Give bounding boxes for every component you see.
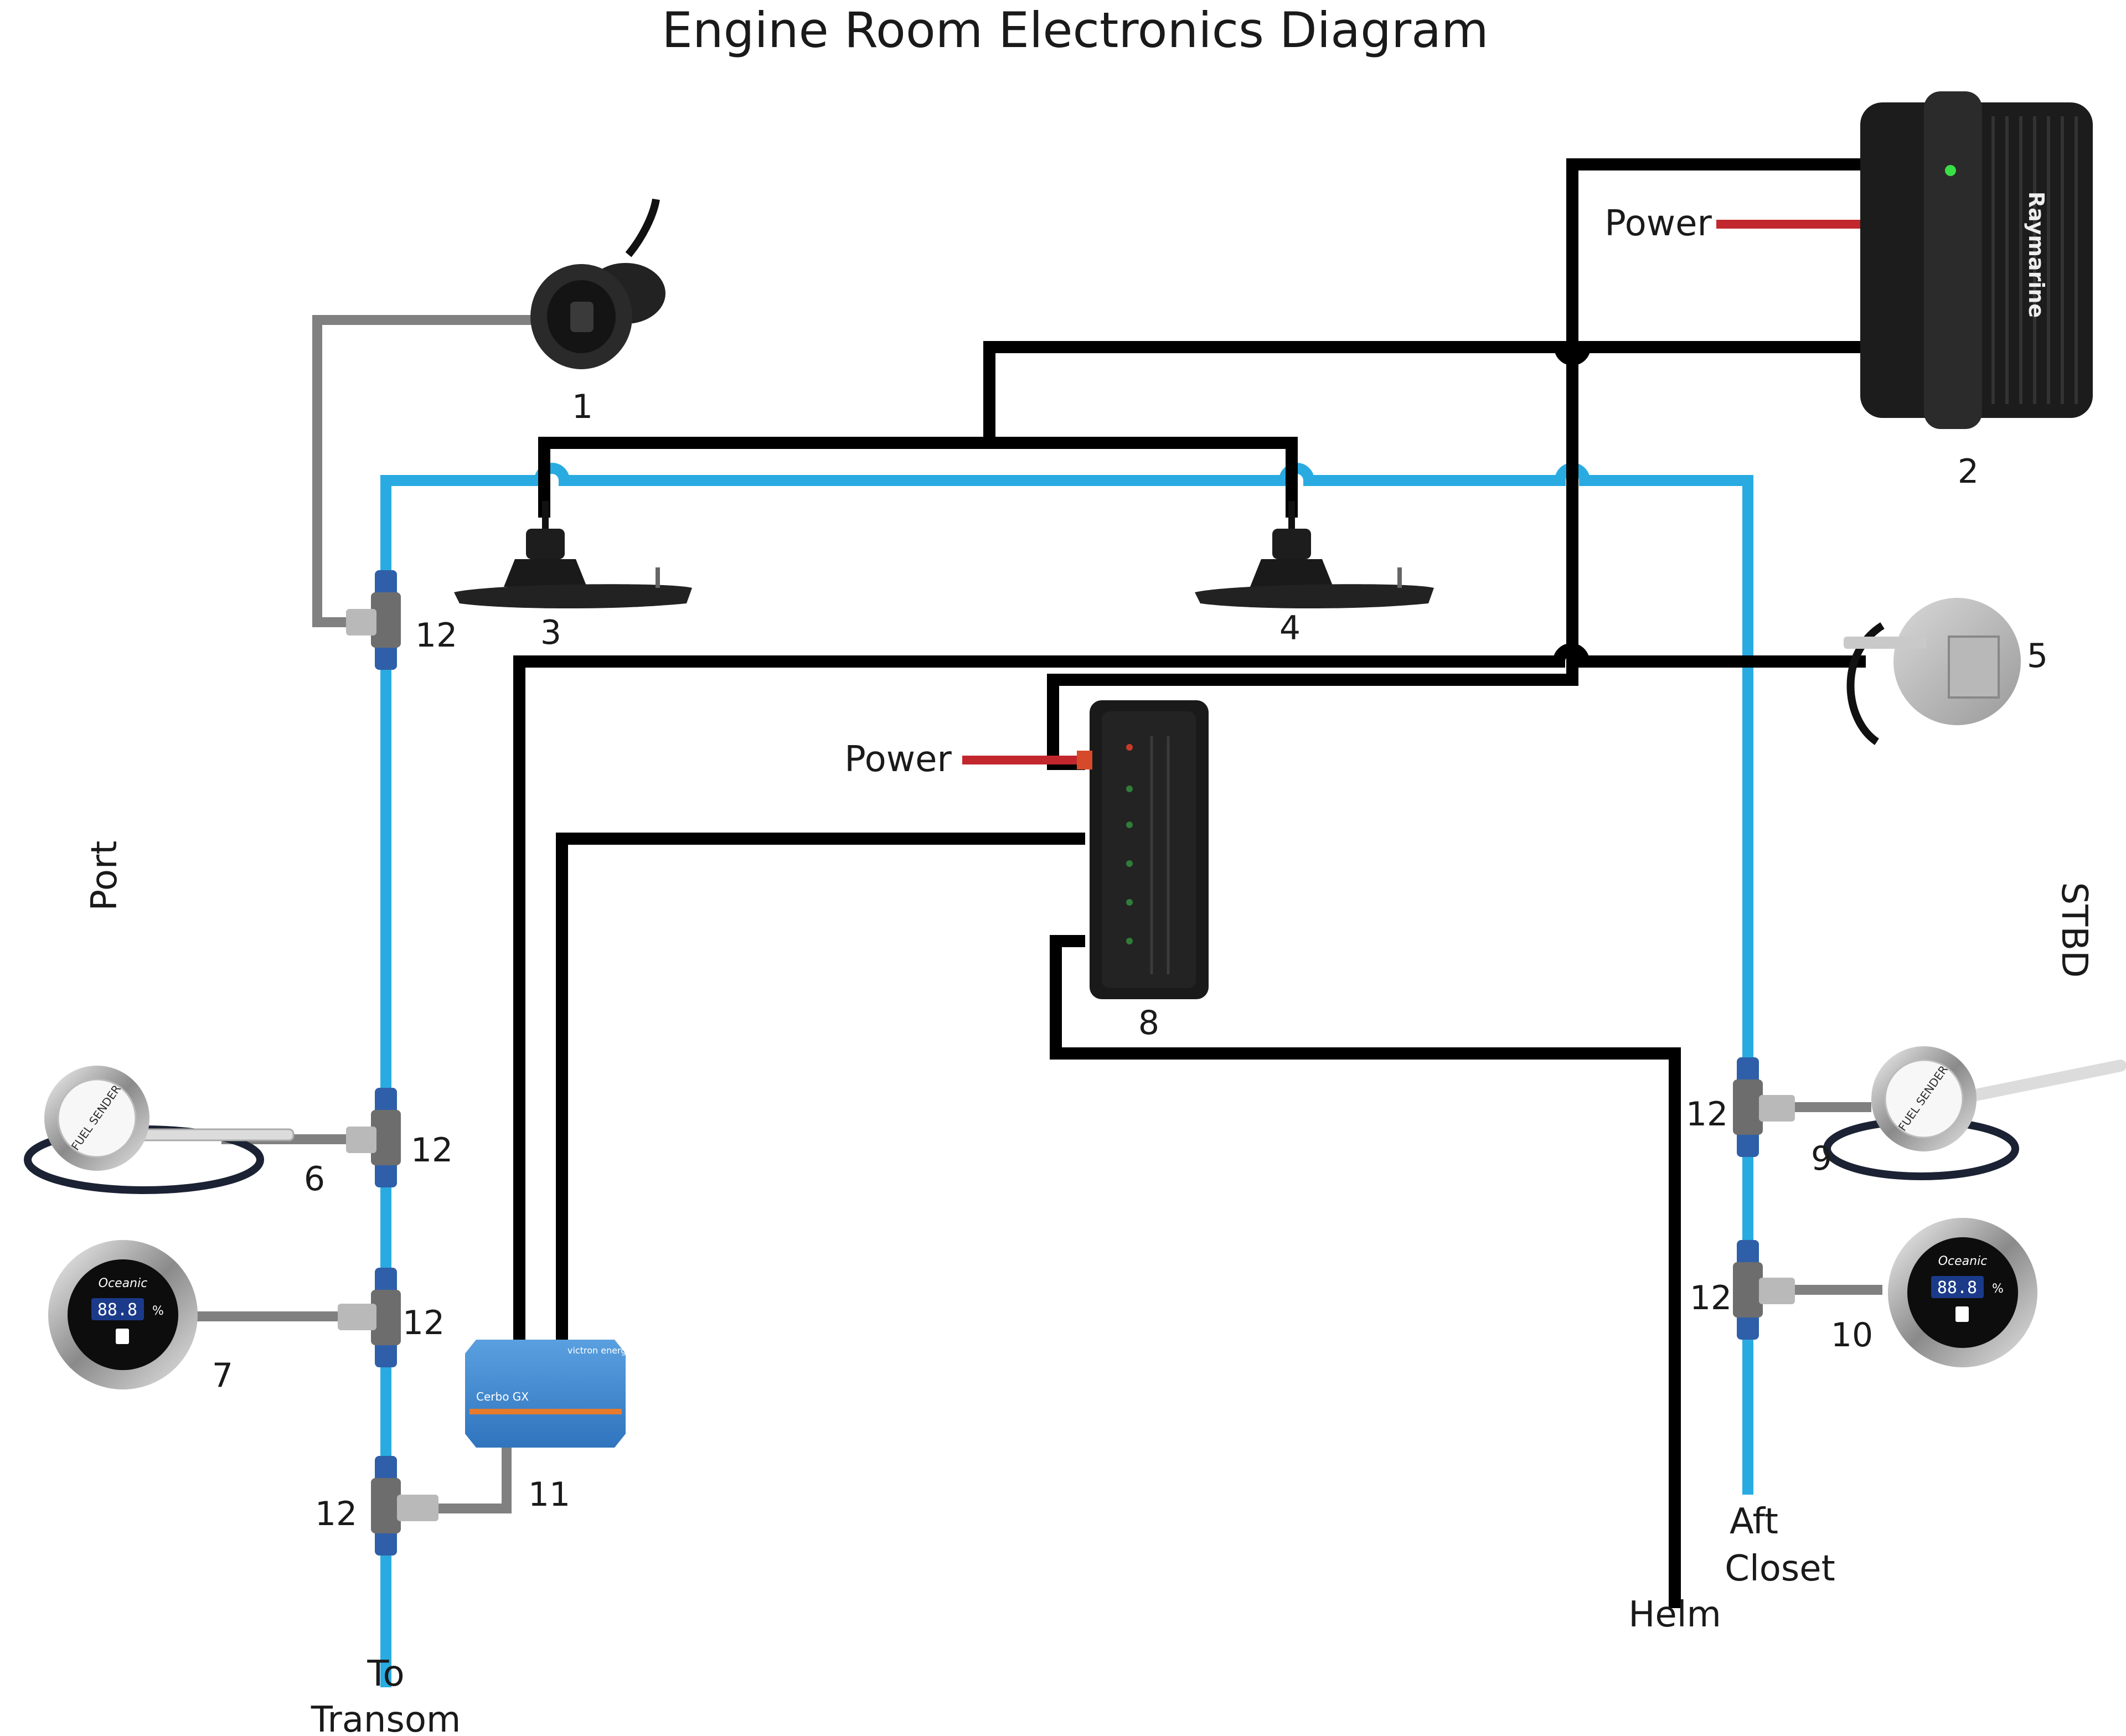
gauge-7-readout: 88.8	[97, 1300, 137, 1320]
gauge-10-readout: 88.8	[1937, 1278, 1977, 1298]
cable-sender5-to-cerbo	[513, 643, 1866, 1340]
power-leads	[962, 220, 1863, 764]
backbone-port-and-cross	[380, 463, 1753, 1687]
gauge-7-display	[91, 1298, 144, 1320]
component-number-7: 7	[212, 1356, 233, 1395]
port-side-label: Port	[84, 841, 125, 911]
tee-connector-port-4	[371, 1456, 438, 1556]
sonar-2-spine	[1924, 91, 1982, 429]
gauge-7-fuel-icon	[116, 1329, 129, 1344]
gray-cables	[194, 315, 1882, 1513]
sonar-2-fins	[1991, 116, 2078, 404]
stbd-side-label: STBD	[2053, 882, 2094, 978]
cable-hub-to-helm	[1050, 935, 1681, 1608]
aft-closet-label-line2: Closet	[1725, 1548, 1835, 1589]
nmea-backbone	[380, 463, 1753, 1687]
tee-connector-port-3	[338, 1268, 401, 1367]
aft-closet-label-line1: Aft	[1730, 1501, 1778, 1542]
to-transom-label-line2: Transom	[311, 1699, 461, 1736]
cable-transducer-bridge	[538, 437, 1298, 518]
tee-connector-port-2	[346, 1088, 401, 1187]
component-number-6: 6	[304, 1160, 325, 1198]
component-number-11: 11	[528, 1475, 570, 1514]
tee-label-port-4: 12	[315, 1495, 357, 1533]
transducer-1	[530, 198, 665, 369]
sonar-module-2: Raymarine	[1860, 91, 2093, 429]
diagram-title: Engine Room Electronics Diagram	[662, 2, 1489, 59]
sonar-2-status-led	[1945, 165, 1956, 176]
sender-6-probe	[137, 1128, 295, 1141]
cerbo-11-body	[465, 1340, 626, 1448]
transducer-3-neck	[526, 529, 565, 559]
tee-label-stbd-1: 12	[1686, 1095, 1728, 1134]
cable-cerbo-11	[437, 1445, 512, 1513]
cable-hub-to-cerbo	[556, 833, 1085, 1340]
gauge-7-unit: %	[152, 1304, 164, 1318]
transducer-4-plate	[1195, 584, 1434, 609]
component-number-10: 10	[1831, 1316, 1873, 1355]
tee-labels: 12 12 12 12 12 12	[315, 616, 1732, 1533]
gauge-7-logo: Oceanic	[99, 1277, 148, 1290]
transducer-1-cable	[625, 198, 660, 257]
tank-gauge-7: 88.8 % Oceanic	[48, 1240, 198, 1389]
cerbo-11-model: Cerbo GX	[476, 1390, 529, 1403]
gauge-10-unit: %	[1992, 1282, 2004, 1296]
hub-8-face	[1102, 711, 1196, 988]
power-label-sonar: Power	[1604, 203, 1712, 244]
transducer-3-plate	[454, 584, 692, 609]
transducer-4	[1195, 501, 1434, 609]
tee-connector-port-1	[346, 570, 401, 670]
sender-6-face	[57, 1078, 137, 1158]
tee-connectors	[338, 570, 1795, 1556]
network-hub-8	[1077, 700, 1209, 999]
gauge-10-display	[1931, 1276, 1984, 1298]
gauge-10-logo: Oceanic	[1938, 1254, 1988, 1268]
component-numbers: 1 2 3 4 5 6 7 8 9 10 11	[212, 388, 2048, 1514]
sender-5-tube	[1844, 637, 1927, 649]
component-number-1: 1	[572, 388, 593, 426]
tee-connector-stbd-2	[1733, 1240, 1795, 1340]
tee-label-port-1: 12	[415, 616, 457, 655]
tank-gauge-10: 88.8 % Oceanic	[1888, 1218, 2037, 1367]
black-cables	[513, 158, 1866, 1608]
component-number-2: 2	[1958, 452, 1979, 491]
cerbo-11-stripe	[469, 1409, 622, 1414]
tee-label-port-2: 12	[411, 1131, 453, 1170]
sender-9-face	[1884, 1059, 1964, 1139]
fuel-sender-6: FUEL SENDER	[24, 1066, 295, 1194]
helm-label: Helm	[1628, 1594, 1721, 1635]
component-number-5: 5	[2027, 637, 2048, 675]
transducer-3	[454, 501, 692, 609]
tee-connector-stbd-1	[1733, 1057, 1795, 1157]
fuel-sender-9: FUEL SENDER	[1823, 1046, 2126, 1180]
tee-label-port-3: 12	[403, 1304, 445, 1342]
labels: Power Power Port STBD Helm Aft Closet To…	[84, 203, 2094, 1736]
power-label-hub: Power	[844, 739, 952, 780]
transducer-4-boss	[1250, 559, 1333, 587]
cable-sonar-to-transducers	[983, 341, 1860, 443]
sender-5-head	[1948, 636, 2000, 699]
component-number-9: 9	[1811, 1139, 1832, 1178]
cerbo-11-brand: victron energy	[567, 1345, 632, 1356]
gauge-10-fuel-icon	[1955, 1306, 1969, 1322]
hub-8-ports	[1150, 736, 1170, 974]
transducer-1-paddle	[570, 302, 594, 332]
component-number-3: 3	[540, 613, 561, 652]
to-transom-label-line1: To	[367, 1654, 404, 1694]
hub-8-power-port	[1077, 751, 1092, 769]
cerbo-gx-11: Cerbo GX victron energy	[465, 1340, 632, 1448]
cable-sonar-to-hub	[1047, 158, 1860, 770]
transducer-3-boss	[504, 559, 587, 587]
transducer-4-neck	[1272, 529, 1311, 559]
tee-label-stbd-2: 12	[1690, 1279, 1732, 1318]
component-number-8: 8	[1138, 1004, 1159, 1042]
component-number-4: 4	[1279, 609, 1301, 648]
raymarine-brand-label: Raymarine	[2024, 192, 2048, 318]
hub-8-leds	[1126, 744, 1133, 944]
tank-sender-5	[1844, 598, 2021, 745]
cable-transducer-1	[312, 315, 532, 627]
